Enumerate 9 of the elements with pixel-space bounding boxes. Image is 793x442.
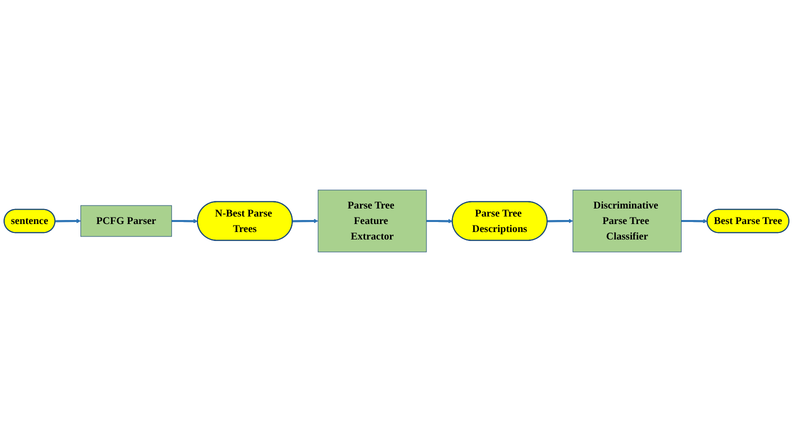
node-box: Discriminative Parse Tree Classifier xyxy=(572,190,682,252)
arrow xyxy=(547,218,574,224)
arrow xyxy=(681,218,708,224)
arrow xyxy=(172,218,198,224)
arrow xyxy=(426,218,453,224)
node-box: PCFG Parser xyxy=(80,205,172,237)
arrow xyxy=(292,218,318,224)
arrow xyxy=(55,218,81,224)
node-box: Parse Tree Feature Extractor xyxy=(318,190,427,252)
